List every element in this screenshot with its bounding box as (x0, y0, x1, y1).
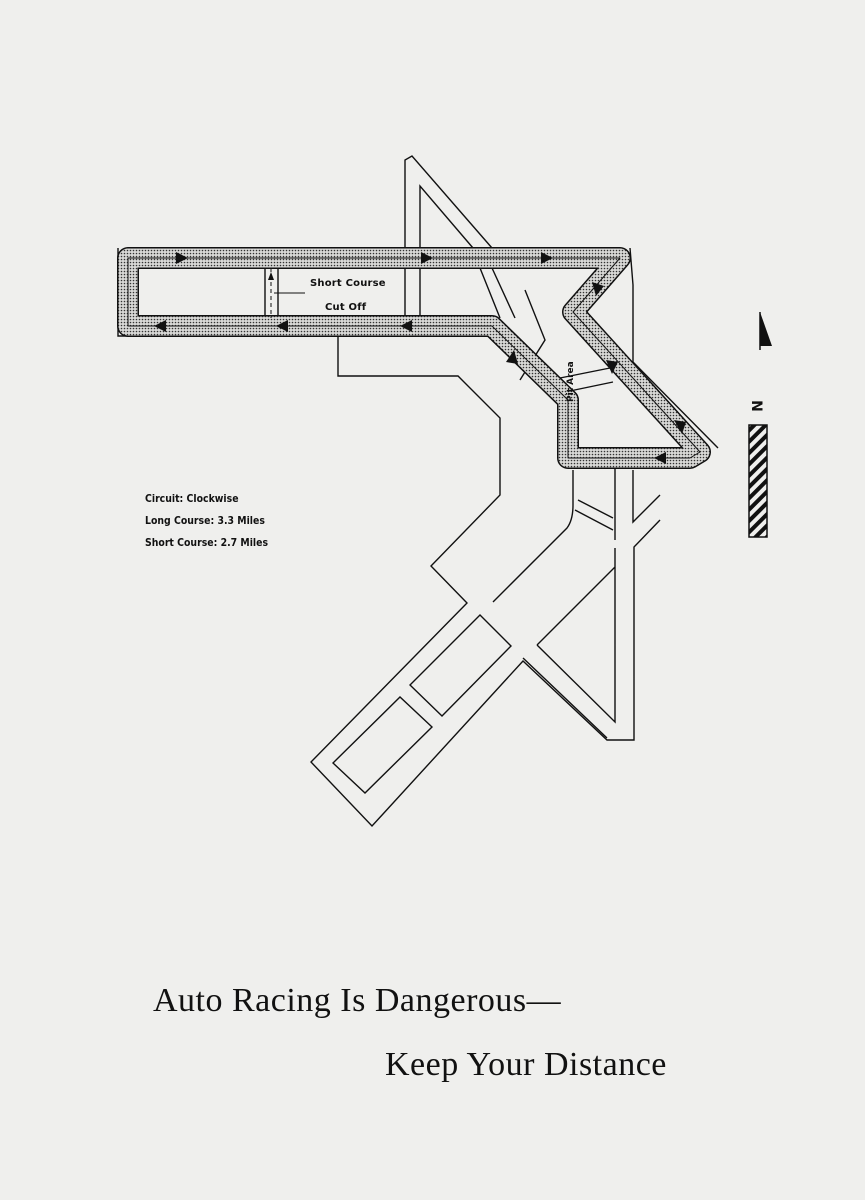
arrow-east-icon (176, 252, 188, 264)
warning-line-2: Keep Your Distance (385, 1046, 667, 1083)
diagonal-road-inner-2 (522, 548, 616, 739)
right-column (614, 460, 661, 540)
outer-boundary (117, 248, 661, 828)
cut-off-label: Cut Off (325, 302, 367, 313)
road-outlines (117, 155, 719, 828)
direction-arrows (154, 252, 686, 464)
pit-lanes (559, 367, 614, 531)
arrow-south-icon (592, 282, 604, 296)
warning-line-1: Auto Racing Is Dangerous— (153, 982, 562, 1019)
legend-short-course: Short Course: 2.7 Miles (145, 536, 269, 549)
arrow-east-icon (421, 252, 433, 264)
short-course-label: Short Course (310, 278, 386, 289)
arrow-west-icon (654, 452, 666, 464)
arrow-west-icon (154, 320, 166, 332)
road-cross-inner (404, 268, 421, 318)
road-top-spike-inner (419, 184, 474, 249)
arrow-west-icon (400, 320, 412, 332)
block-1 (409, 614, 512, 717)
north-arrow (748, 312, 772, 538)
block-2 (331, 696, 434, 794)
arrow-south-icon (674, 420, 686, 434)
diagonal-road-inner (492, 470, 574, 603)
north-label: N (747, 400, 764, 412)
north-arrow-icon (760, 312, 772, 346)
arrow-west-icon (276, 320, 288, 332)
arrow-south-icon (606, 360, 618, 374)
arrow-north-icon (506, 350, 518, 364)
pit-area-label: Pit Area (566, 361, 576, 402)
right-boundary (629, 247, 719, 449)
cutoff-marker (268, 268, 305, 318)
legend-long-course: Long Course: 3.3 Miles (145, 514, 265, 527)
inner-loop-box (137, 267, 265, 318)
scale-bar (748, 424, 768, 538)
legend-circuit: Circuit: Clockwise (145, 492, 239, 505)
arrow-east-icon (541, 252, 553, 264)
race-track (117, 247, 711, 469)
road-top-spike (404, 155, 493, 249)
